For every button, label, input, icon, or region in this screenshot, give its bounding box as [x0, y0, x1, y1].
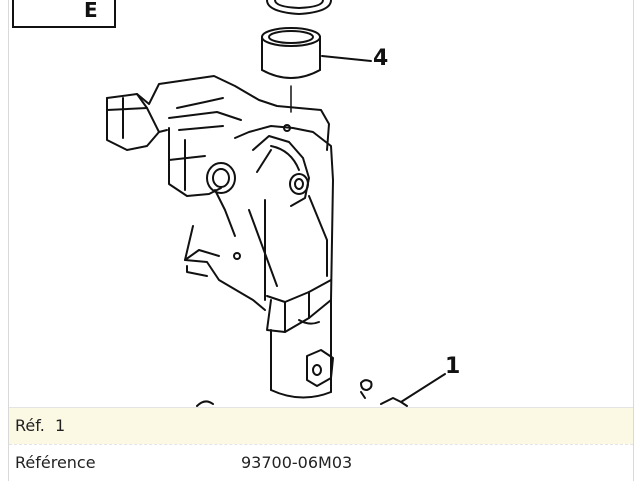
leader-line-1	[400, 373, 446, 403]
ref-value: 1	[54, 416, 66, 435]
ref-label: Réf. 1	[15, 416, 66, 435]
callout-number-1[interactable]: 1	[445, 354, 461, 379]
bushing-part	[261, 27, 321, 79]
callout-number-4[interactable]: 4	[373, 46, 389, 71]
bracket-body-part	[106, 75, 334, 333]
nut-part	[360, 379, 373, 391]
parts-diagram: E	[8, 0, 634, 407]
section-label-text: E	[84, 0, 98, 22]
shaft-part	[270, 299, 334, 399]
table-row-reference: Référence 93700-06M03	[9, 444, 633, 481]
bolt-part	[380, 397, 408, 407]
exploded-view-drawing	[106, 0, 446, 407]
leader-line-4	[321, 55, 372, 62]
part-info-table: Réf. 1 Référence 93700-06M03	[8, 407, 634, 481]
reference-label: Référence	[15, 453, 96, 472]
diagram-section-label: E	[12, 0, 116, 28]
seal-ring-part	[266, 0, 332, 15]
reference-value: 93700-06M03	[241, 453, 353, 472]
table-row-ref: Réf. 1	[9, 407, 633, 444]
